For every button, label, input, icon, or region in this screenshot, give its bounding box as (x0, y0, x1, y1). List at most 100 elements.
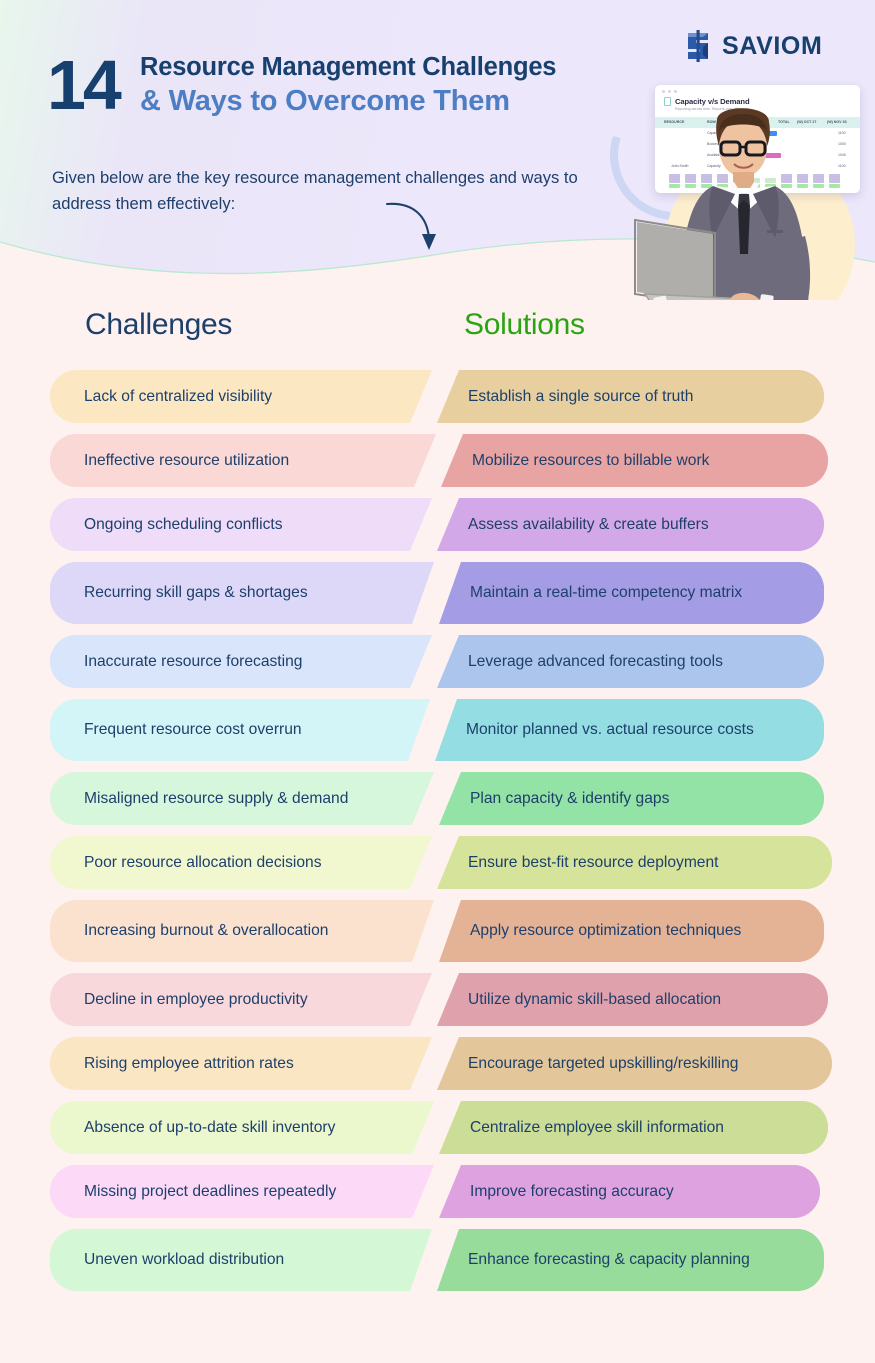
challenge-pill (50, 498, 432, 551)
solution-pill (437, 836, 832, 889)
challenge-pill (50, 370, 432, 423)
challenge-solution-row: Uneven workload distribution Enhance fore… (0, 1229, 875, 1291)
solution-text: Plan capacity & identify gaps (470, 789, 670, 807)
challenge-solution-row: Increasing burnout & overallocation Apply… (0, 900, 875, 962)
challenge-pill (50, 562, 434, 624)
dash-row-total: 1100 (838, 164, 846, 168)
challenge-text: Ineffective resource utilization (84, 451, 290, 469)
dash-col-4: (W) NOV 03 (827, 120, 847, 124)
challenge-solution-row: Decline in employee productivity Utilize … (0, 973, 875, 1026)
challenge-pill (50, 1165, 434, 1218)
challenge-solution-row: Missing project deadlines repeatedly Impr… (0, 1165, 875, 1218)
businessman-with-laptop-photo (634, 108, 811, 300)
saviom-logo: SAVIOM (683, 30, 822, 62)
challenge-pill (50, 836, 432, 889)
dash-col-3: (W) OCT 27 (797, 120, 817, 124)
curved-down-arrow-icon (385, 202, 436, 250)
challenge-text: Missing project deadlines repeatedly (84, 1182, 337, 1200)
challenge-pill (50, 434, 436, 487)
challenge-text: Ongoing scheduling conflicts (84, 515, 283, 533)
challenge-pill (50, 1037, 432, 1090)
dash-row-label: Capacity (707, 164, 721, 168)
challenge-solution-row: Lack of centralized visibility Establish … (0, 370, 875, 423)
challenges-heading: Challenges (85, 308, 233, 341)
challenge-solution-row: Inaccurate resource forecasting Leverage … (0, 635, 875, 688)
dash-row-total: 1000 (838, 142, 846, 146)
dashboard-subtitle: Reporting across time. Reports over util… (675, 107, 749, 111)
challenge-text: Decline in employee productivity (84, 990, 308, 1008)
challenge-text: Poor resource allocation decisions (84, 853, 322, 871)
solution-text: Assess availability & create buffers (468, 515, 709, 533)
dash-resource-name: John Smith (671, 164, 689, 168)
challenge-pill (50, 900, 434, 962)
challenge-pill (50, 699, 430, 761)
solution-pill (439, 900, 824, 962)
dash-row-label: Booked (707, 142, 719, 146)
solution-text: Utilize dynamic skill-based allocation (468, 990, 722, 1008)
challenge-text: Frequent resource cost overrun (84, 721, 302, 739)
challenge-solution-row: Ineffective resource utilization Mobilize… (0, 434, 875, 487)
solution-pill (437, 370, 824, 423)
challenge-text: Lack of centralized visibility (84, 387, 273, 405)
solution-pill (437, 1229, 824, 1291)
report-icon (664, 97, 671, 106)
challenge-pill (50, 1101, 434, 1154)
hero-title-line2: & Ways to Overcome Them (140, 84, 510, 117)
solution-text: Improve forecasting accuracy (470, 1182, 674, 1200)
challenge-solution-row: Ongoing scheduling conflicts Assess avail… (0, 498, 875, 551)
saviom-logo-text: SAVIOM (722, 31, 823, 60)
challenge-pill (50, 973, 432, 1026)
challenge-solution-row: Recurring skill gaps & shortages Maintain… (0, 562, 875, 624)
challenge-text: Increasing burnout & overallocation (84, 922, 329, 940)
solution-pill (441, 434, 828, 487)
solution-pill (437, 635, 824, 688)
solution-text: Apply resource optimization techniques (470, 922, 742, 940)
hero-title-line1: Resource Management Challenges (140, 53, 557, 81)
solution-pill (435, 699, 824, 761)
header-banner: 14 Resource Management Challenges & Ways… (0, 0, 875, 300)
dash-col-2: TOTAL (778, 120, 790, 124)
window-dots-icon (662, 90, 677, 93)
solution-pill (439, 562, 824, 624)
hero-title: Resource Management Challenges & Ways to… (140, 52, 610, 119)
solution-text: Mobilize resources to billable work (472, 451, 710, 469)
solution-text: Monitor planned vs. actual resource cost… (466, 721, 754, 739)
solution-pill (439, 1101, 828, 1154)
hero-number: 14 (47, 46, 122, 124)
challenge-solution-row: Frequent resource cost overrun Monitor pl… (0, 699, 875, 761)
saviom-s-mark-icon (688, 30, 708, 62)
dash-row-label: Availability (707, 153, 724, 157)
dash-row-total: 1100 (838, 131, 846, 135)
challenge-text: Inaccurate resource forecasting (84, 652, 303, 670)
solution-pill (437, 498, 824, 551)
challenge-text: Uneven workload distribution (84, 1251, 285, 1269)
solutions-heading: Solutions (464, 308, 585, 341)
challenge-text: Recurring skill gaps & shortages (84, 584, 308, 602)
dash-row-label: Capacity (707, 131, 721, 135)
dashboard-title: Capacity v/s Demand (675, 97, 750, 106)
challenge-text: Rising employee attrition rates (84, 1054, 294, 1072)
challenge-solution-row: Rising employee attrition rates Encourage… (0, 1037, 875, 1090)
solution-text: Leverage advanced forecasting tools (468, 652, 723, 670)
challenge-solution-row: Absence of up-to-date skill inventory Cen… (0, 1101, 875, 1154)
solution-text: Ensure best-fit resource deployment (468, 853, 719, 871)
challenge-solution-row: Misaligned resource supply & demand Plan … (0, 772, 875, 825)
solution-text: Establish a single source of truth (468, 387, 694, 405)
dash-row-total: 1040 (838, 153, 846, 157)
hero-illustration: Capacity v/s Demand Reporting across tim… (587, 67, 875, 300)
solution-pill (437, 973, 828, 1026)
solution-text: Centralize employee skill information (470, 1118, 724, 1136)
dash-col-0: RESOURCE (664, 120, 685, 124)
challenge-solution-row: Poor resource allocation decisions Ensure… (0, 836, 875, 889)
solution-text: Encourage targeted upskilling/reskilling (468, 1054, 739, 1072)
solution-text: Maintain a real-time competency matrix (470, 584, 743, 602)
challenge-pill (50, 772, 434, 825)
challenge-text: Misaligned resource supply & demand (84, 789, 349, 807)
dash-col-1: ROW TYPE (707, 120, 727, 124)
challenge-text: Absence of up-to-date skill inventory (84, 1118, 336, 1136)
challenge-pill (50, 635, 432, 688)
challenge-solution-list: Lack of centralized visibility Establish … (0, 370, 875, 1302)
challenge-pill (50, 1229, 432, 1291)
solution-text: Enhance forecasting & capacity planning (468, 1251, 750, 1269)
solution-pill (439, 772, 824, 825)
